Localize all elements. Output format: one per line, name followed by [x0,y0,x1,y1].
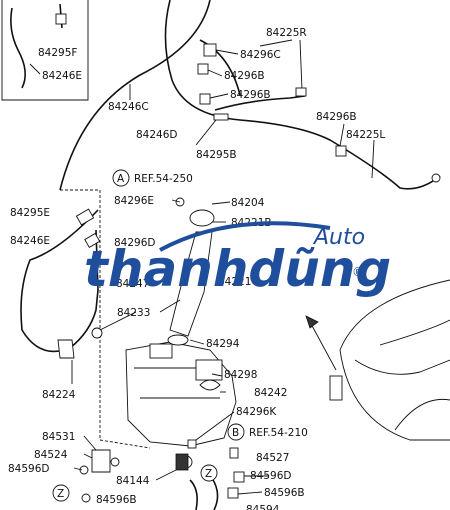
label-84296C: 84296C [240,49,281,61]
watermark-swoosh [159,221,331,252]
label-84225L: 84225L [346,129,385,141]
label-84296D: 84296D [114,237,156,249]
ref-z-right: Z [200,464,218,482]
ref-z-left-letter: Z [57,488,64,500]
watermark-tag: Auto [312,225,365,250]
ref-a: A REF.54-250 [112,169,193,187]
part-labels: 84295F 84246E 84225R 84296C 84296B 84296… [8,27,385,510]
ref-z-right-letter: Z [205,468,212,480]
label-84296E: 84296E [114,195,154,207]
watermark-logo: Auto thanhdũng ® [84,221,391,298]
leader-lines-upper [129,39,375,179]
label-84242: 84242 [254,387,287,399]
ref-b-letter: B [232,427,239,439]
ref-a-text: REF.54-250 [134,173,193,185]
ref-a-letter: A [117,173,125,185]
label-84294: 84294 [206,338,240,350]
left-hose [20,208,103,384]
label-84246D: 84246D [136,129,178,141]
label-84204: 84204 [231,197,265,209]
watermark-brand: thanhdũng [84,240,391,298]
label-84596D-right: 84596D [250,470,292,482]
label-84144: 84144 [116,475,150,487]
label-84246C: 84246C [108,101,149,113]
label-84596D-left: 84596D [8,463,50,475]
leader-lines-lower [73,199,268,495]
pump-parts [79,439,245,510]
label-84298: 84298 [224,369,257,381]
label-84295B: 84295B [196,149,237,161]
ref-b: B REF.54-210 [227,423,308,441]
label-84296B-a: 84296B [224,70,265,82]
label-84596B-left: 84596B [96,494,137,506]
label-84246E: 84246E [10,235,50,247]
label-84296B-b: 84296B [230,89,271,101]
inset-box [1,0,89,101]
label-84233: 84233 [117,307,150,319]
label-84527: 84527 [256,452,289,464]
upper-hoses [59,0,441,191]
label-84596B-right: 84596B [264,487,305,499]
car-silhouette [305,279,450,441]
label-84246E-top: 84246E [42,70,82,82]
label-84221C: 84221C [218,276,259,288]
label-84531: 84531 [42,431,75,443]
label-84296K: 84296K [236,406,277,418]
label-84296B-c: 84296B [316,111,357,123]
washer-tank [125,341,237,447]
label-84594: 84594 [246,504,280,510]
label-84295E: 84295E [10,207,50,219]
ref-z-left: Z [52,484,70,502]
label-84524: 84524 [34,449,68,461]
watermark-reg: ® [352,265,364,279]
label-84225R: 84225R [266,27,307,39]
label-84247: 84247 [116,278,149,290]
ref-b-text: REF.54-210 [249,427,308,439]
label-84224: 84224 [42,389,76,401]
label-84295F: 84295F [38,47,77,59]
